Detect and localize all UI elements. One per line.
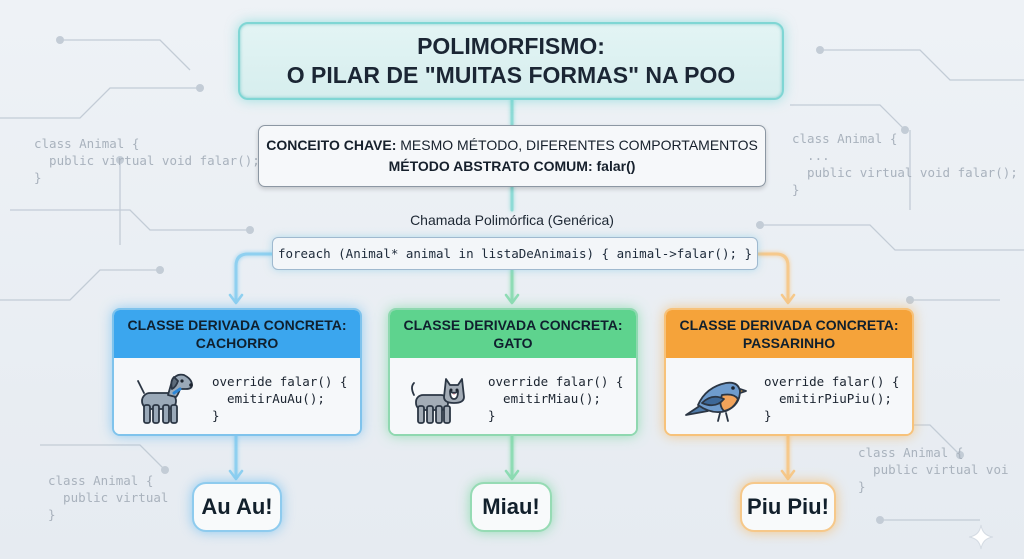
cat-icon (404, 363, 474, 433)
class-card-header-title: CLASSE DERIVADA CONCRETA: (679, 317, 899, 333)
class-card-header: CLASSE DERIVADA CONCRETA: GATO (390, 310, 636, 358)
class-card-code: override falar() { emitirAuAu(); } (212, 373, 348, 423)
title-box: POLIMORFISMO: O PILAR DE "MUITAS FORMAS"… (238, 22, 784, 100)
class-card-header: CLASSE DERIVADA CONCRETA: CACHORRO (114, 310, 360, 358)
class-card-passarinho: CLASSE DERIVADA CONCRETA: PASSARINHO ove… (664, 308, 914, 436)
abstract-method-label: MÉTODO ABSTRATO COMUM: (388, 158, 593, 174)
class-card-header-name: GATO (493, 335, 533, 351)
class-card-header-name: PASSARINHO (742, 335, 836, 351)
class-card-code: override falar() { emitirMiau(); } (488, 373, 624, 423)
class-card-body: override falar() { emitirMiau(); } (390, 358, 636, 434)
class-card-body: override falar() { emitirAuAu(); } (114, 358, 360, 434)
class-card-gato: CLASSE DERIVADA CONCRETA: GATO (388, 308, 638, 436)
title-line-1: POLIMORFISMO: (417, 33, 605, 59)
sparkle-icon (968, 524, 994, 550)
call-to-bird-arrow (756, 252, 790, 302)
class-card-header-name: CACHORRO (195, 335, 279, 351)
abstract-method-value: falar() (596, 158, 636, 174)
dog-icon (128, 363, 198, 433)
output-bubble-gato: Miau! (470, 482, 552, 532)
output-bubble-cachorro: Au Au! (192, 482, 282, 532)
background-code-bottom-right: class Animal { public virtual voi } (858, 445, 1009, 494)
key-concept-value: Mesmo Método, Diferentes Comportamentos (400, 137, 758, 153)
class-card-body: override falar() { emitirPiuPiu(); } (666, 358, 912, 434)
class-card-header-title: CLASSE DERIVADA CONCRETA: (403, 317, 623, 333)
key-concept-line: CONCEITO CHAVE: Mesmo Método, Diferentes… (266, 135, 758, 156)
call-to-dog-arrow (234, 252, 274, 302)
bird-icon (680, 363, 750, 433)
background-code-top-right: class Animal { ... public virtual void f… (792, 131, 1018, 197)
output-bubble-passarinho: Piu Piu! (740, 482, 836, 532)
background-code-bottom-left: class Animal { public virtual } (48, 473, 169, 522)
polymorphic-call-code: foreach (Animal* animal in listaDeAnimai… (272, 237, 758, 270)
class-card-header-title: CLASSE DERIVADA CONCRETA: (127, 317, 347, 333)
background-code-top-left: class Animal { public virtual void falar… (34, 136, 260, 185)
class-card-code: override falar() { emitirPiuPiu(); } (764, 373, 900, 423)
class-card-cachorro: CLASSE DERIVADA CONCRETA: CACHORRO (112, 308, 362, 436)
title-line-2: O PILAR DE "MUITAS FORMAS" NA POO (286, 62, 736, 88)
class-card-header: CLASSE DERIVADA CONCRETA: PASSARINHO (666, 310, 912, 358)
abstract-method-line: MÉTODO ABSTRATO COMUM: falar() (389, 156, 636, 177)
polymorphic-call-label: Chamada Polimórfica (Genérica) (410, 212, 614, 228)
key-concept-label: CONCEITO CHAVE: (266, 137, 397, 153)
key-concept-box: CONCEITO CHAVE: Mesmo Método, Diferentes… (258, 125, 766, 187)
